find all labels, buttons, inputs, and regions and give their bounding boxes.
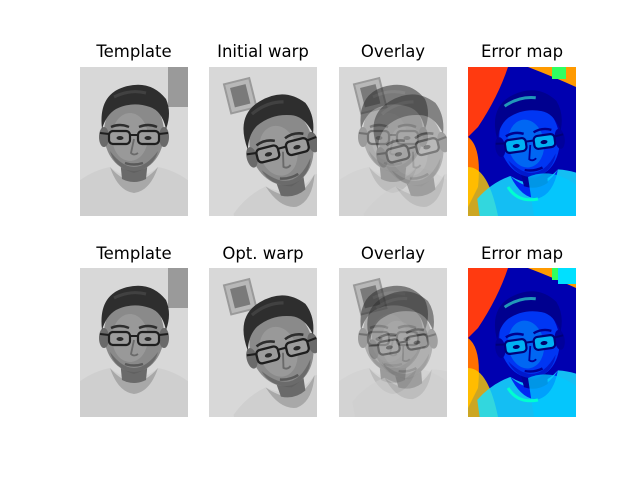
panel-title-opt-warp: Opt. warp [222,244,304,263]
template-image [80,67,188,216]
panel-title-template: Template [96,42,172,61]
panel-title-overlay: Overlay [360,244,426,263]
panel-title-template: Template [96,244,172,263]
opt-warp-image [209,268,317,417]
panel-title-error-map: Error map [480,42,564,61]
error-map-image [468,67,576,216]
overlay-image [339,67,447,216]
panel-title-error-map: Error map [480,244,564,263]
panel-title-initial-warp: Initial warp [217,42,309,61]
template-image [80,268,188,417]
panel-title-overlay: Overlay [360,42,426,61]
error-map-image [468,268,576,417]
initial-warp-image [209,67,317,216]
overlay-image [339,268,447,417]
